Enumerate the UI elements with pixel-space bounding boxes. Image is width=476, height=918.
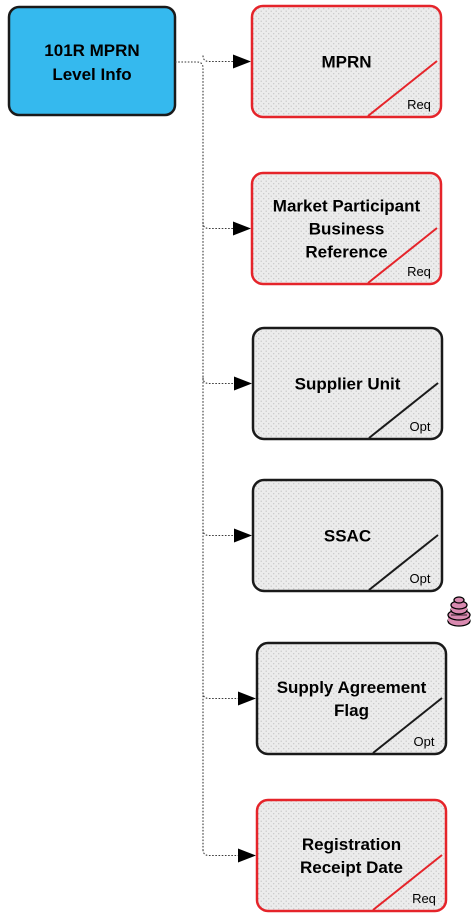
connector-arrow [202, 54, 251, 69]
optional-tag: Opt [410, 571, 431, 586]
node-label-line: Supply Agreement [277, 678, 427, 697]
node-label-line: Reference [305, 243, 387, 262]
node-label-line: MPRN [321, 53, 371, 72]
connector-arrow [202, 848, 256, 863]
node-label-line: SSAC [324, 527, 371, 546]
node-corner-divider [368, 534, 439, 591]
node-label-line: Receipt Date [300, 858, 403, 877]
node-label-line: Registration [302, 835, 401, 854]
node-box [251, 478, 444, 593]
root-label-line2: Level Info [52, 65, 131, 84]
node-label-line: Flag [334, 701, 369, 720]
connector-arrow [202, 528, 252, 543]
node-box [255, 798, 448, 913]
node-label-line: Business [309, 220, 385, 239]
connector-arrow [202, 691, 256, 706]
node-corner-divider [367, 227, 438, 284]
required-tag: Req [412, 891, 436, 906]
root-box [7, 5, 177, 117]
child-node[interactable]: SSAC Opt [251, 478, 444, 593]
connector-arrow [202, 376, 252, 391]
optional-tag: Opt [410, 419, 431, 434]
connector-group [175, 54, 256, 863]
optional-tag: Opt [414, 734, 435, 749]
node-corner-divider [372, 854, 443, 911]
node-box [251, 326, 444, 441]
connector-arrow [202, 221, 251, 236]
child-node[interactable]: MPRN Req [250, 4, 443, 119]
node-corner-divider [367, 60, 438, 117]
required-tag: Req [407, 264, 431, 279]
root-node[interactable]: 101R MPRN Level Info [7, 5, 177, 117]
node-corner-divider [368, 382, 439, 439]
required-tag: Req [407, 97, 431, 112]
node-box [250, 4, 443, 119]
node-box [255, 641, 448, 756]
node-box [250, 171, 443, 286]
stacked-disks-icon [447, 596, 471, 627]
connector-spine [175, 61, 204, 850]
node-label-line: Supplier Unit [295, 375, 401, 394]
node-corner-divider [372, 697, 443, 754]
node-label-line: Market Participant [273, 197, 421, 216]
root-label-line1: 101R MPRN [44, 41, 139, 60]
